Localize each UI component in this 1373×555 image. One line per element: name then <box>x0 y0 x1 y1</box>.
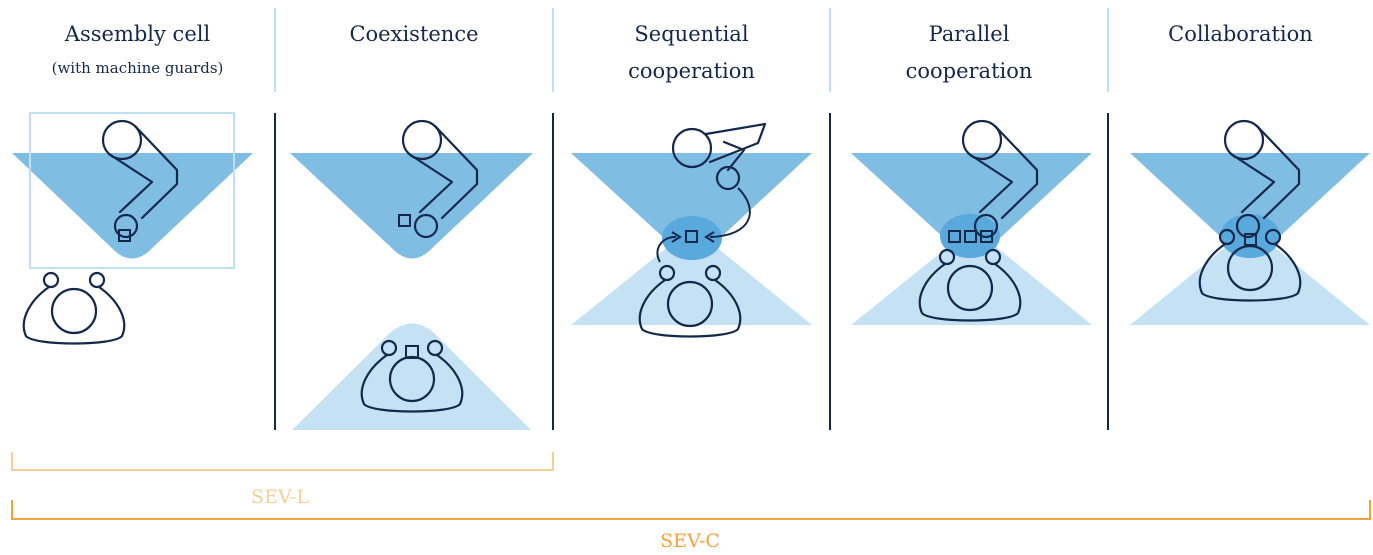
workpiece-icon <box>405 345 419 359</box>
collaboration-title: Collaboration <box>1168 22 1313 46</box>
robot-zone <box>571 153 812 250</box>
robot-icon <box>671 122 767 191</box>
workpiece-icon <box>398 214 411 227</box>
assembly-cell-scene <box>12 112 253 345</box>
collaboration-scene <box>1130 119 1370 325</box>
sev-l-bracket <box>11 452 554 471</box>
overlap-zone <box>662 216 722 260</box>
machine-guard <box>29 112 235 269</box>
robot-zone <box>290 153 533 259</box>
workpiece-icon <box>980 230 993 243</box>
workpiece-icon <box>1244 233 1257 246</box>
sequential-title-line2: cooperation <box>628 59 755 83</box>
sev-l-label: SEV-L <box>251 486 309 508</box>
sev-c-bracket <box>11 500 1371 520</box>
workpiece-icon <box>118 229 131 242</box>
assembly-cell-subtitle: (with machine guards) <box>51 59 224 77</box>
coexistence-title: Coexistence <box>349 22 479 46</box>
sev-c-label: SEV-C <box>660 530 720 552</box>
assembly-cell-title: Assembly cell <box>64 22 211 46</box>
coexistence-scene <box>290 119 533 430</box>
handover-arrow-robot <box>709 187 751 238</box>
sequential-title-line1: Sequential <box>634 22 749 46</box>
human-zone <box>851 239 1092 325</box>
human-zone <box>292 323 531 430</box>
robot-zone <box>851 153 1092 250</box>
sequential-scene <box>571 122 812 338</box>
parallel-title-line1: Parallel <box>928 22 1010 46</box>
robot-zone <box>1130 153 1370 250</box>
workpiece-icon <box>948 230 961 243</box>
overlap-zone <box>940 214 1000 258</box>
handover-arrow-human <box>656 235 677 263</box>
human-icon <box>22 271 126 345</box>
robot-zone <box>12 153 253 259</box>
workpiece-icon <box>685 230 698 243</box>
human-zone <box>1130 239 1370 325</box>
parallel-title-line2: cooperation <box>905 59 1033 83</box>
parallel-scene <box>851 119 1092 325</box>
workpiece-icon <box>964 230 977 243</box>
